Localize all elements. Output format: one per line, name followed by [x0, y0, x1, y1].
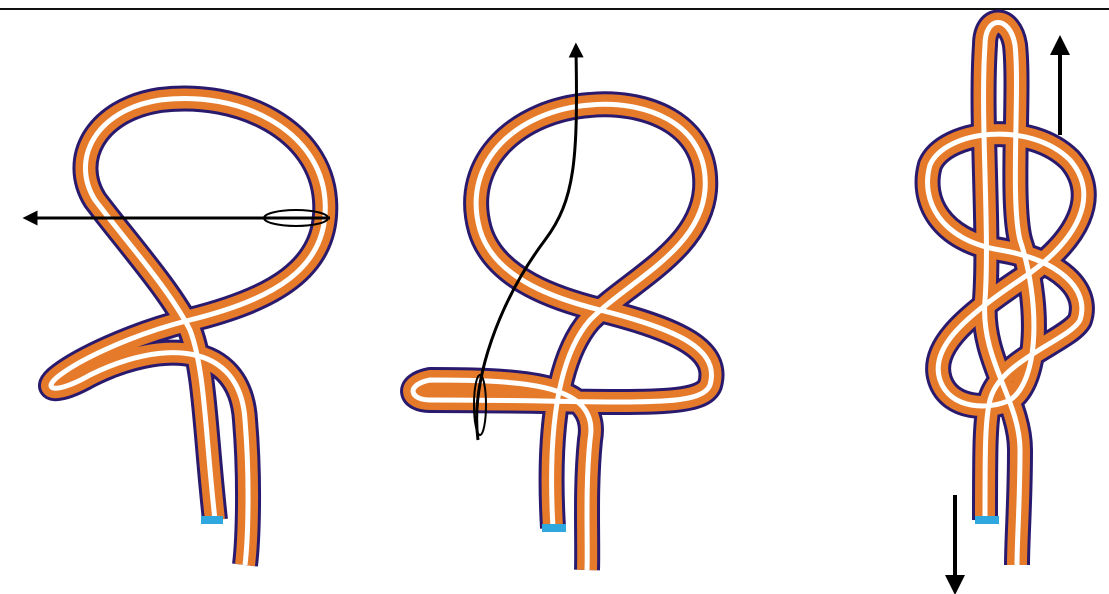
rope-end-tip	[201, 516, 223, 524]
step-1-loop	[51, 98, 325, 565]
step-2-loop	[413, 104, 711, 570]
step-1-pull-arrow	[30, 210, 330, 226]
rope-end-tip	[542, 524, 566, 532]
rope-end-tip	[975, 516, 999, 524]
